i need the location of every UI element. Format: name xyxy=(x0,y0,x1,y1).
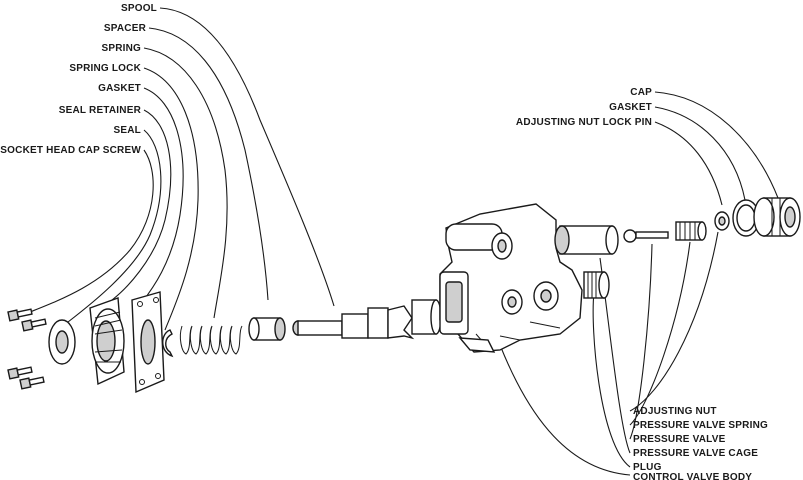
leader-spool xyxy=(159,7,335,307)
leader-socket-head-cap-screw xyxy=(29,149,154,313)
leader-seal-retainer xyxy=(111,109,172,301)
control-valve-body-part xyxy=(439,203,583,353)
label-cap: CAP xyxy=(630,87,652,98)
leader-lines-top-right xyxy=(654,91,779,206)
seal-retainer-part xyxy=(89,297,125,386)
label-socket-head-cap-screw: SOCKET HEAD CAP SCREW xyxy=(0,145,141,156)
label-spool: SPOOL xyxy=(121,3,157,14)
cap-gasket-part xyxy=(732,199,760,237)
leader-pressure-valve xyxy=(629,243,653,440)
cap-screw xyxy=(19,376,45,390)
gasket-part xyxy=(131,291,165,394)
plug-part xyxy=(583,271,610,299)
leader-spacer xyxy=(148,27,269,301)
leader-adjusting-nut-lock-pin xyxy=(654,121,723,206)
spring-part xyxy=(179,325,243,355)
cap-part xyxy=(753,197,801,237)
seal-part xyxy=(48,319,76,365)
spacer-part xyxy=(248,317,286,341)
cap-screw xyxy=(7,308,33,322)
cap-screw xyxy=(7,366,33,380)
leader-pressure-valve-spring xyxy=(629,241,691,426)
label-spring: SPRING xyxy=(101,43,141,54)
label-plug: PLUG xyxy=(633,462,662,473)
leader-seal xyxy=(67,129,162,323)
leader-adjusting-nut xyxy=(629,231,719,412)
labels-bottom-right: ADJUSTING NUT PRESSURE VALVE SPRING PRES… xyxy=(633,406,768,480)
label-gasket: GASKET xyxy=(98,83,141,94)
leader-lines-bottom-right xyxy=(499,231,719,476)
label-spacer: SPACER xyxy=(104,23,147,34)
spool-part xyxy=(292,299,442,340)
label-gasket-2: GASKET xyxy=(609,102,652,113)
label-pressure-valve-spring: PRESSURE VALVE SPRING xyxy=(633,420,768,431)
pressure-valve-part xyxy=(623,229,669,243)
leader-lines-left xyxy=(29,7,335,331)
label-control-valve-body: CONTROL VALVE BODY xyxy=(633,472,752,480)
spring-lock-part xyxy=(162,329,174,358)
cap-screw xyxy=(21,318,47,332)
label-seal: SEAL xyxy=(114,125,141,136)
label-adjusting-nut: ADJUSTING NUT xyxy=(633,406,717,417)
leader-gasket-2 xyxy=(654,106,746,201)
adjusting-nut-part xyxy=(714,211,730,231)
label-pressure-valve: PRESSURE VALVE xyxy=(633,434,726,445)
leader-gasket xyxy=(139,87,184,306)
leader-spring xyxy=(143,47,228,319)
pressure-valve-spring-part xyxy=(675,221,707,241)
leader-cap xyxy=(654,91,779,199)
label-adjusting-nut-lock-pin: ADJUSTING NUT LOCK PIN xyxy=(516,117,652,128)
label-pressure-valve-cage: PRESSURE VALVE CAGE xyxy=(633,448,758,459)
cap-screws xyxy=(7,308,47,390)
leader-control-valve-body xyxy=(499,344,631,476)
label-seal-retainer: SEAL RETAINER xyxy=(59,105,142,116)
label-spring-lock: SPRING LOCK xyxy=(69,63,141,74)
leader-plug xyxy=(592,291,631,468)
labels-left: SPOOL SPACER SPRING SPRING LOCK GASKET S… xyxy=(0,3,157,156)
leader-spring-lock xyxy=(143,67,199,331)
pressure-valve-cage-part xyxy=(554,225,619,255)
labels-top-right: CAP GASKET ADJUSTING NUT LOCK PIN xyxy=(516,87,652,128)
